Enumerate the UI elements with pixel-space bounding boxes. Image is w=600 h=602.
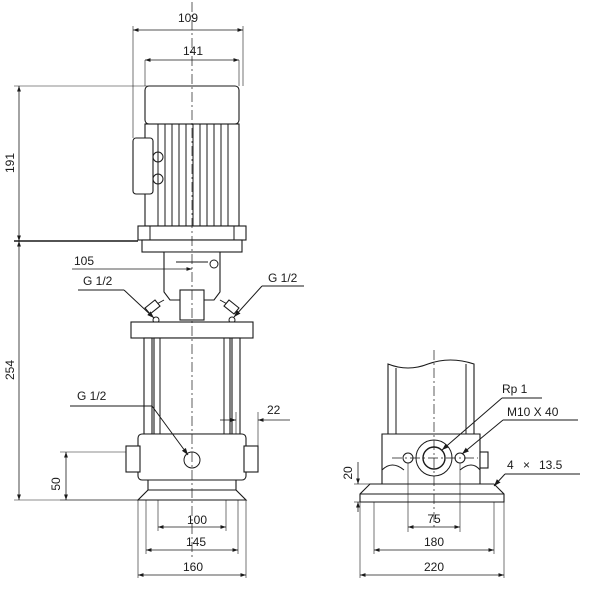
outlet-port [243, 445, 259, 473]
stay-bolt-left [143, 337, 153, 435]
cable-gland-lower [152, 173, 164, 185]
dim-145-label: 145 [186, 535, 206, 549]
port-lower-label: G 1/2 [77, 389, 107, 403]
inlet-port [125, 445, 141, 473]
front-view [125, 2, 259, 560]
motor-body [144, 123, 240, 227]
cable-gland-upper [152, 151, 164, 163]
dim-20-label: 20 [341, 466, 355, 480]
base-side-dimensions: Rp 1 M10 X 40 4 × 13.5 20 75 180 220 [341, 382, 580, 578]
dim-191-label: 191 [3, 153, 17, 173]
dim-254-label: 254 [3, 360, 17, 380]
thread-rp-label: Rp 1 [502, 382, 528, 396]
vent-plug-right [223, 299, 240, 315]
dim-109-label: 109 [178, 11, 198, 25]
base-side-view [359, 350, 505, 530]
dim-160-label: 160 [183, 560, 203, 574]
front-dimensions: 109 141 191 254 105 G 1/2 G 1/2 G 1/2 [3, 11, 304, 578]
dim-22-label: 22 [267, 403, 281, 417]
bolt-spec-label: M10 X 40 [507, 405, 559, 419]
dim-141-label: 141 [183, 44, 203, 58]
coupling-screw [209, 259, 219, 269]
dim-220-label: 220 [424, 560, 444, 574]
dim-105-label: 105 [74, 254, 94, 268]
dim-75-label: 75 [427, 512, 441, 526]
dim-180-label: 180 [424, 535, 444, 549]
port-left-label: G 1/2 [83, 274, 113, 288]
holes-count-label: 4 [507, 458, 514, 472]
port-right-label: G 1/2 [268, 271, 298, 285]
terminal-box [132, 137, 154, 195]
dim-100-label: 100 [187, 513, 207, 527]
holes-times-label: × [523, 458, 530, 472]
side-port-fitting [479, 451, 489, 469]
motor-fins [157, 124, 229, 226]
side-sleeve [387, 359, 475, 435]
holes-dia-label: 13.5 [539, 458, 563, 472]
dim-50-label: 50 [49, 477, 63, 491]
